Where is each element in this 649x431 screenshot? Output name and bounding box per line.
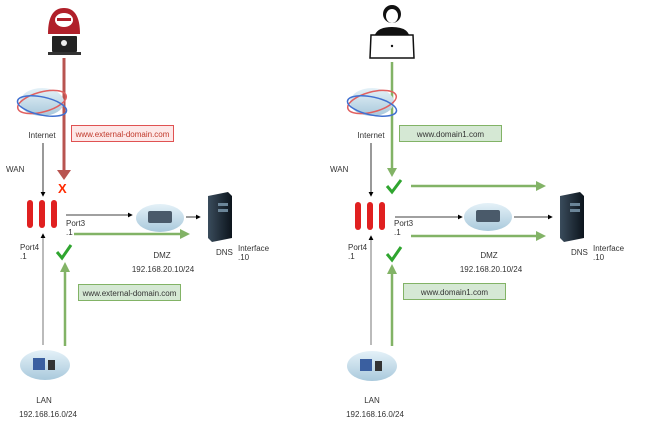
dmz-allowed-arrow (74, 229, 190, 239)
dmz-subnet: 192.168.20.10/24 (459, 265, 523, 274)
lan-allowed-arrow (60, 262, 70, 346)
blocked-x-icon: X (58, 181, 67, 196)
wan-to-dns-allowed-arrow (411, 181, 546, 191)
lan-cloud-icon (347, 351, 397, 381)
port4-label: Port4 (20, 243, 40, 252)
lan-allowed-arrow (387, 264, 397, 346)
port3-label: Port3 (66, 219, 86, 228)
port3-label: Port3 (394, 219, 414, 228)
dmz-label: DMZ (153, 251, 171, 260)
wan-label: WAN (6, 165, 25, 174)
firewall-icon (355, 202, 385, 230)
firewall-icon (27, 200, 57, 228)
dns-server-icon (208, 192, 232, 242)
blocked-flow-arrow (57, 58, 71, 180)
dmz-cloud-icon (464, 203, 512, 231)
lan-request-box: www.domain1.com (403, 283, 506, 300)
port4-ip: .1 (348, 252, 355, 261)
wan-allowed-arrow (387, 62, 397, 177)
dmz-cloud-icon (136, 204, 184, 232)
interface-ip: .10 (238, 253, 250, 262)
dns-label: DNS (571, 248, 588, 257)
lan-request-box: www.external-domain.com (78, 284, 181, 301)
allowed-check-icon (385, 246, 403, 263)
dmz-allowed-arrow (411, 231, 546, 241)
internet-cloud-icon (346, 88, 398, 117)
lan-subnet: 192.168.16.0/24 (346, 410, 404, 419)
port4-ip: .1 (20, 252, 27, 261)
dmz-subnet: 192.168.20.10/24 (131, 265, 195, 274)
lan-cloud-icon (20, 350, 70, 380)
interface-label: Interface (238, 244, 270, 253)
lan-label: LAN (36, 396, 52, 405)
port3-ip: .1 (394, 228, 401, 237)
allowed-check-icon (55, 244, 73, 261)
lan-label: LAN (364, 396, 380, 405)
dns-server-icon (560, 192, 584, 242)
internet-cloud-icon (16, 88, 68, 117)
interface-ip: .10 (593, 253, 605, 262)
user-icon (369, 5, 415, 59)
port3-ip: .1 (66, 228, 73, 237)
lan-subnet: 192.168.16.0/24 (19, 410, 77, 419)
dmz-label: DMZ (480, 251, 498, 260)
interface-label: Interface (593, 244, 625, 253)
wan-request-box: www.domain1.com (399, 125, 502, 142)
hacker-icon (48, 8, 81, 55)
wan-label: WAN (330, 165, 349, 174)
internet-label: Internet (28, 131, 56, 140)
dns-label: DNS (216, 248, 233, 257)
wan-request-box: www.external-domain.com (71, 125, 174, 142)
port4-label: Port4 (348, 243, 368, 252)
allowed-check-icon (385, 179, 403, 195)
internet-label: Internet (357, 131, 385, 140)
